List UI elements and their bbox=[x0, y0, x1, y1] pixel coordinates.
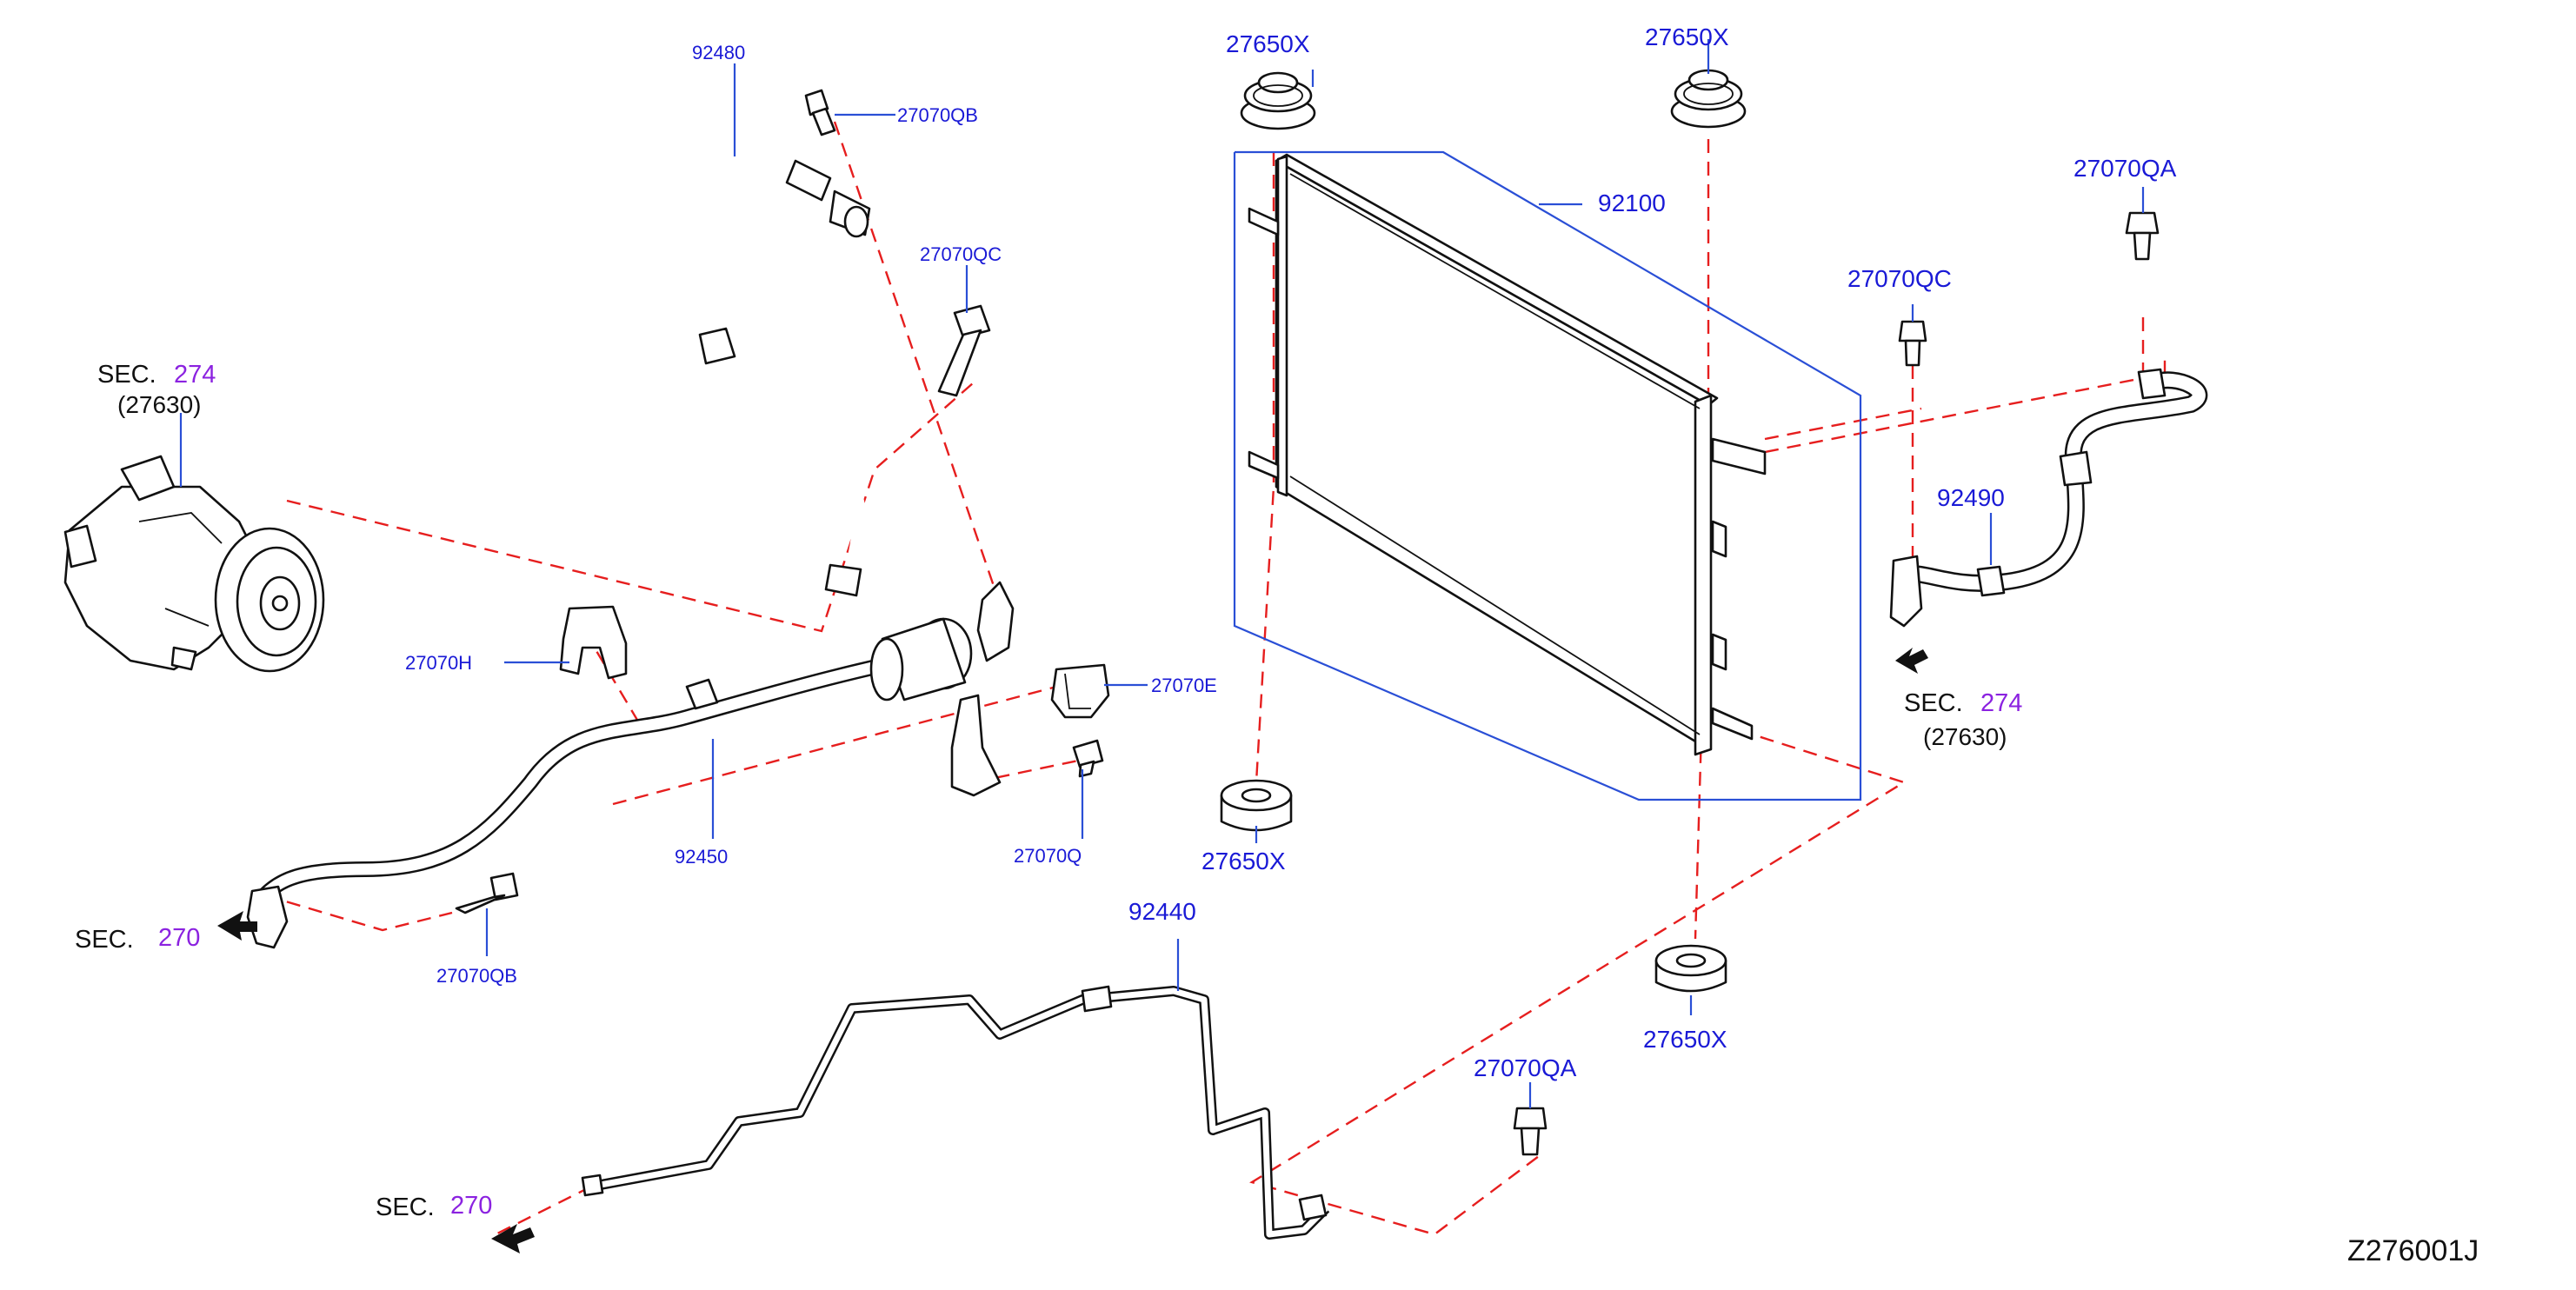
label-27650X-bottom-left: 27650X bbox=[1201, 848, 1286, 874]
label-27070QB-bottom: 27070QB bbox=[436, 965, 517, 987]
label-27070QA-top: 27070QA bbox=[2073, 155, 2177, 182]
pipe-92440 bbox=[581, 985, 1330, 1240]
leader-lines bbox=[179, 39, 2145, 1108]
bolt-27070QB-top bbox=[804, 89, 836, 136]
sec-subref: (27630) bbox=[1923, 723, 2007, 750]
sec-label: SEC. bbox=[97, 361, 156, 389]
section-ref-compressor: SEC. 274 (27630) bbox=[97, 361, 216, 418]
label-92440: 92440 bbox=[1128, 898, 1196, 925]
bolt-27070QA-top bbox=[2125, 211, 2160, 261]
label-27070QC-right: 27070QC bbox=[1847, 265, 1952, 292]
hose-92490 bbox=[1889, 368, 2208, 628]
label-27650X-bottom-right: 27650X bbox=[1643, 1026, 1727, 1053]
condenser-92100 bbox=[1233, 150, 1862, 801]
bushing-top-left bbox=[1240, 71, 1316, 130]
compressor bbox=[63, 455, 325, 673]
bushing-top-right bbox=[1670, 69, 1747, 129]
hose-92480 bbox=[681, 146, 871, 597]
section-ref-left-bottom: SEC. 270 bbox=[376, 1192, 492, 1221]
label-27070QC-left: 27070QC bbox=[920, 243, 1002, 265]
bolt-27070QA-bottom bbox=[1513, 1107, 1548, 1156]
bolt-27070QB-bottom bbox=[455, 872, 519, 914]
sec-number: 274 bbox=[174, 361, 216, 389]
sec-subref: (27630) bbox=[117, 391, 202, 418]
sec-number: 270 bbox=[450, 1192, 492, 1220]
section-ref-right: SEC. 274 (27630) bbox=[1904, 689, 2022, 750]
bolt-27070Q bbox=[1072, 739, 1104, 778]
pipe-92450 bbox=[246, 581, 1015, 949]
label-27070QA-bottom: 27070QA bbox=[1474, 1054, 1577, 1081]
label-27650X-top-right: 27650X bbox=[1645, 23, 1729, 50]
section-ref-left-mid: SEC. 270 bbox=[75, 924, 200, 954]
label-92490: 92490 bbox=[1937, 484, 2005, 511]
sec-arrows bbox=[217, 648, 1928, 1253]
sec-number: 274 bbox=[1980, 689, 2022, 717]
diagram-code: Z276001J bbox=[2347, 1234, 2479, 1267]
label-27070QB-top: 27070QB bbox=[897, 104, 978, 126]
sec-label: SEC. bbox=[75, 926, 134, 954]
label-27070Q: 27070Q bbox=[1014, 845, 1082, 867]
label-27070H: 27070H bbox=[405, 652, 472, 674]
label-27650X-top-left: 27650X bbox=[1226, 30, 1310, 57]
label-27070E: 27070E bbox=[1151, 675, 1217, 696]
clip-27070H bbox=[559, 605, 628, 680]
bushing-bottom-right bbox=[1654, 944, 1727, 993]
label-92480: 92480 bbox=[692, 42, 745, 63]
sec-label: SEC. bbox=[1904, 689, 1963, 717]
clip-27070E bbox=[1050, 663, 1110, 719]
sec-number: 270 bbox=[158, 924, 200, 952]
bolt-27070QC-left bbox=[937, 304, 991, 397]
label-92450: 92450 bbox=[675, 846, 728, 868]
bolt-27070QC-right bbox=[1898, 320, 1927, 367]
label-92100: 92100 bbox=[1598, 190, 1666, 216]
part-labels: 92480 27070QB 27070QC 27650X 27650X 9210… bbox=[405, 23, 2177, 1081]
bushing-bottom-left bbox=[1220, 779, 1293, 832]
sec-label: SEC. bbox=[376, 1194, 435, 1221]
